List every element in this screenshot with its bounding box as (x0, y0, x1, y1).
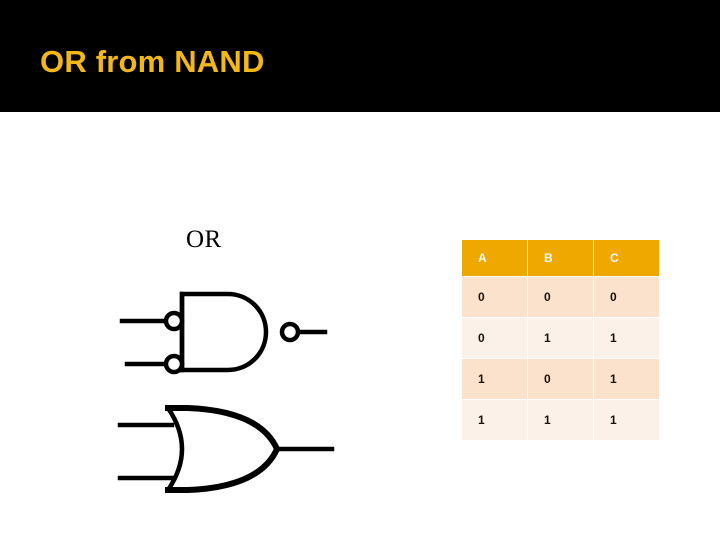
or-gate-icon (117, 404, 335, 494)
column-header-a: A (462, 240, 527, 276)
cell-b: 0 (528, 359, 593, 399)
cell-c: 0 (594, 277, 659, 317)
table-row: 0 1 1 (462, 318, 659, 358)
input-bubble-bottom-icon (163, 353, 185, 375)
column-header-b: B (528, 240, 593, 276)
circuit-diagram-panel: OR (0, 112, 450, 540)
title-banner: OR from NAND (0, 0, 720, 112)
cell-a: 1 (462, 359, 527, 399)
column-header-c: C (594, 240, 659, 276)
table-row: 1 1 1 (462, 400, 659, 440)
table-header-row: A B C (462, 240, 659, 276)
cell-c: 1 (594, 400, 659, 440)
table-row: 1 0 1 (462, 359, 659, 399)
nand-gate-with-inverted-inputs-icon (119, 291, 328, 375)
cell-c: 1 (594, 318, 659, 358)
cell-b: 1 (528, 318, 593, 358)
cell-a: 0 (462, 318, 527, 358)
output-bubble-icon (279, 321, 301, 343)
cell-c: 1 (594, 359, 659, 399)
input-bubble-top-icon (163, 310, 185, 332)
truth-table: A B C 0 0 0 0 1 1 1 0 1 1 1 1 (461, 239, 660, 441)
cell-a: 0 (462, 277, 527, 317)
cell-b: 0 (528, 277, 593, 317)
page-title: OR from NAND (40, 44, 265, 79)
or-gate-caption: OR (186, 226, 222, 253)
table-row: 0 0 0 (462, 277, 659, 317)
cell-a: 1 (462, 400, 527, 440)
cell-b: 1 (528, 400, 593, 440)
